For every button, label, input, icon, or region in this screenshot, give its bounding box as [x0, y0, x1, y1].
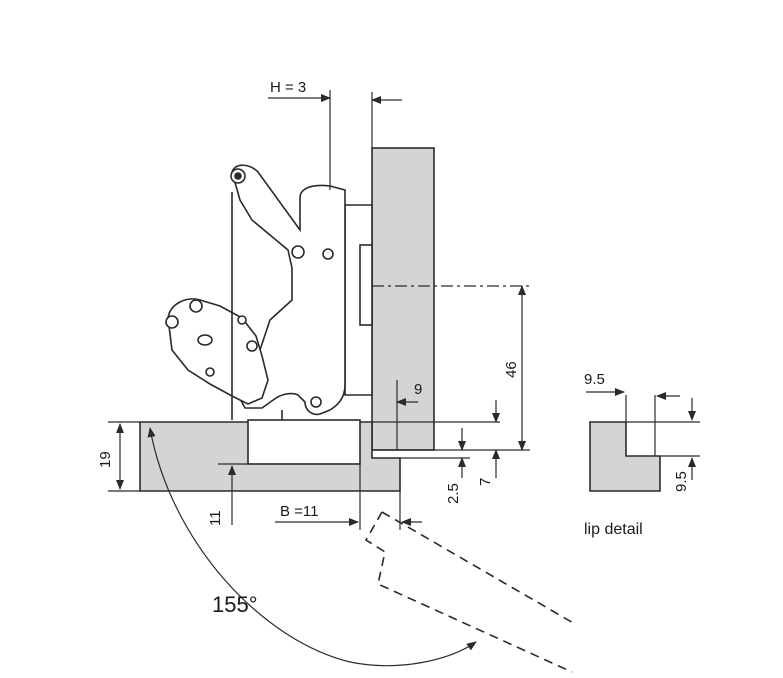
open-door-outline [364, 511, 576, 673]
cabinet-side-panel [371, 147, 435, 451]
hinge-cup [247, 419, 361, 465]
dim-25-label: 2.5 [445, 483, 462, 504]
dim-9-label: 9 [414, 381, 422, 398]
dim-b-label: B =11 [280, 503, 319, 520]
lip-dim-top-label: 9.5 [584, 371, 605, 388]
dim-11-label: 11 [207, 510, 224, 526]
hinge-linkage [167, 298, 269, 405]
lip-detail-caption: lip detail [584, 521, 643, 538]
lip-detail-profile [589, 421, 661, 492]
dim-19-label: 19 [97, 451, 114, 468]
dim-46-label: 46 [503, 361, 520, 378]
lip-dim-side-label: 9.5 [673, 471, 690, 492]
angle-label: 155° [212, 592, 258, 617]
dim-h-label: H = 3 [270, 79, 306, 96]
dim-7-label: 7 [477, 478, 494, 486]
